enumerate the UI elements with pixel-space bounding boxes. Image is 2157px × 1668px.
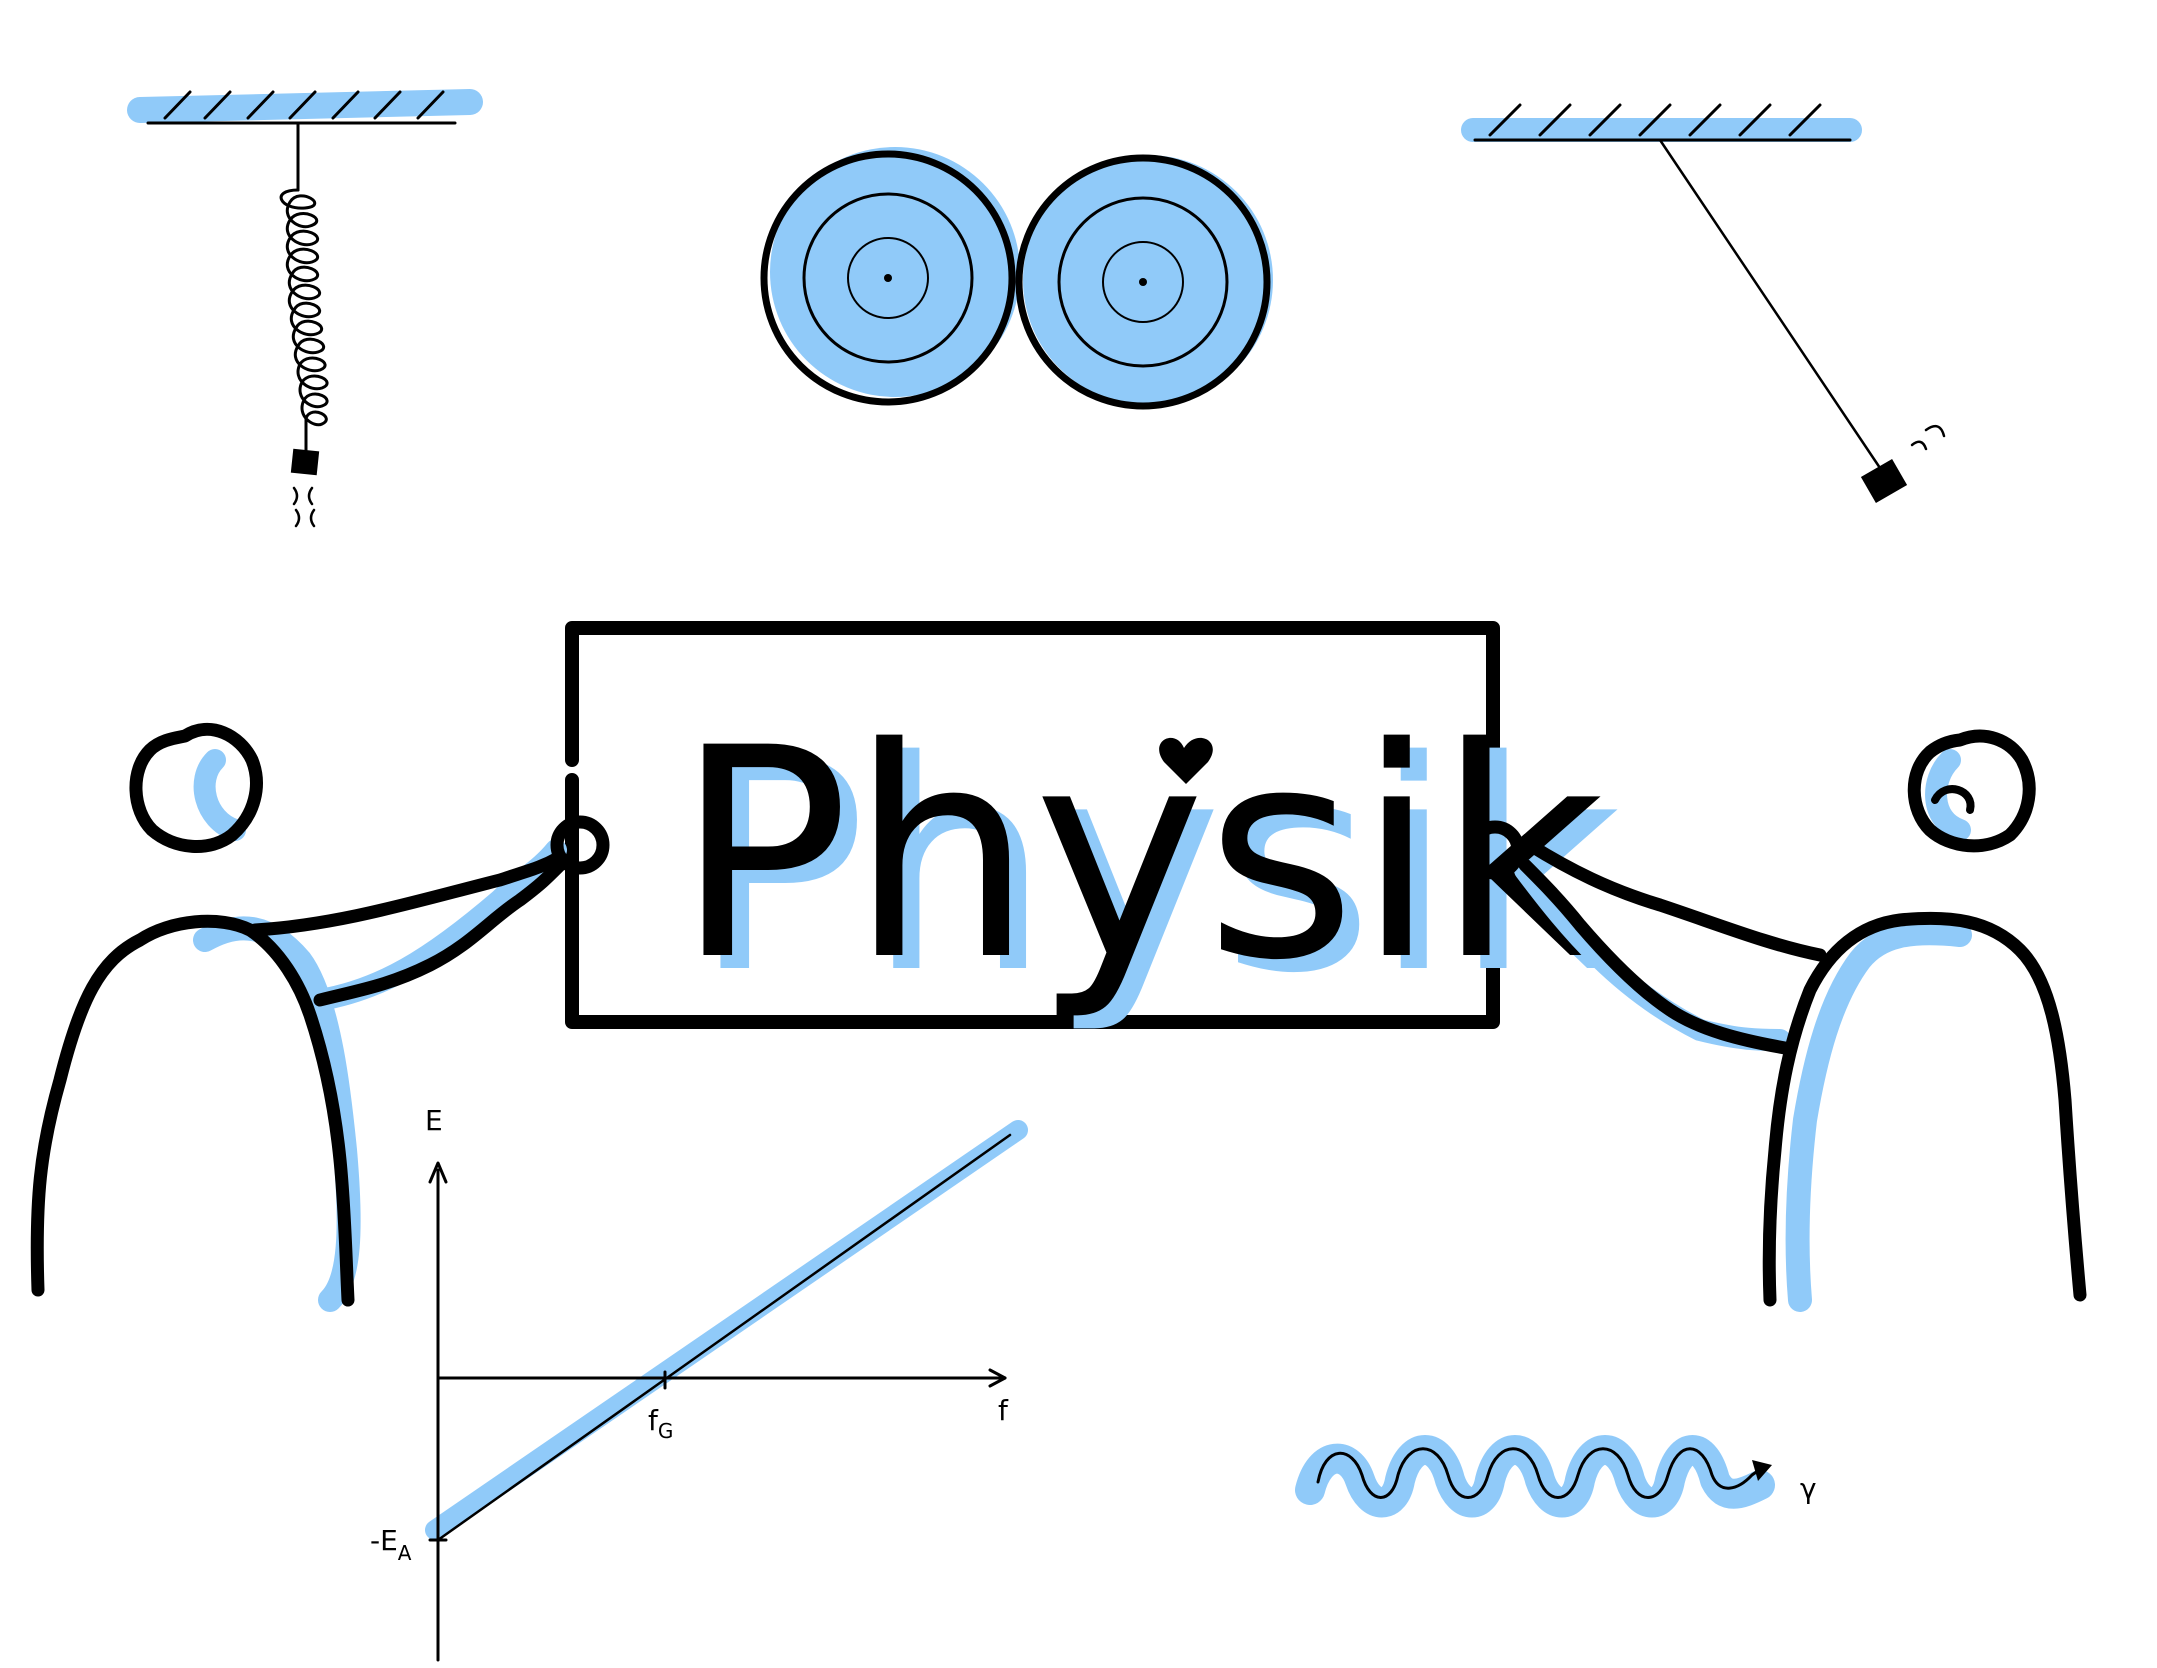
y-intercept-label: -EA	[370, 1524, 412, 1565]
y-axis-label: E	[425, 1104, 443, 1137]
spring-pendulum	[127, 89, 483, 528]
sign: Physik Physik	[565, 621, 1622, 1037]
person-left	[30, 722, 610, 1312]
x-intercept-label: fG	[648, 1404, 673, 1443]
circle-left-fill	[770, 147, 1020, 397]
person-right	[1465, 729, 2087, 1312]
photon-label: γ	[1800, 1472, 1817, 1505]
spring-mass	[290, 448, 320, 476]
torso	[1762, 911, 2087, 1307]
pendulum-string	[1658, 138, 1882, 470]
page-title: Physik	[675, 687, 1605, 1024]
pendulum-mass	[1860, 459, 1908, 503]
x-axis-label: f	[998, 1394, 1009, 1427]
energy-frequency-graph: E f fG -EA	[370, 1104, 1028, 1662]
ceiling-shadow	[127, 89, 483, 123]
arm	[1523, 838, 1827, 962]
sign-frame	[565, 621, 1500, 1029]
photon-wave: γ	[1295, 1435, 1817, 1518]
hand	[1465, 820, 1525, 880]
wave-shadow	[1295, 1435, 1775, 1518]
double-circles	[760, 147, 1273, 410]
wave	[1316, 1447, 1764, 1499]
ceiling-hatching	[163, 90, 445, 120]
head	[1907, 729, 2036, 853]
data-line	[436, 1133, 1012, 1542]
motion-mark	[292, 486, 299, 506]
title-shadow: Physik	[692, 700, 1622, 1037]
heart-icon	[1159, 737, 1213, 784]
arrow-head	[1752, 1460, 1772, 1481]
thread-pendulum	[1461, 103, 1946, 503]
arm	[248, 851, 565, 937]
hand	[550, 815, 610, 875]
torso	[30, 914, 355, 1307]
spring-coil	[279, 188, 329, 452]
head	[129, 722, 263, 853]
